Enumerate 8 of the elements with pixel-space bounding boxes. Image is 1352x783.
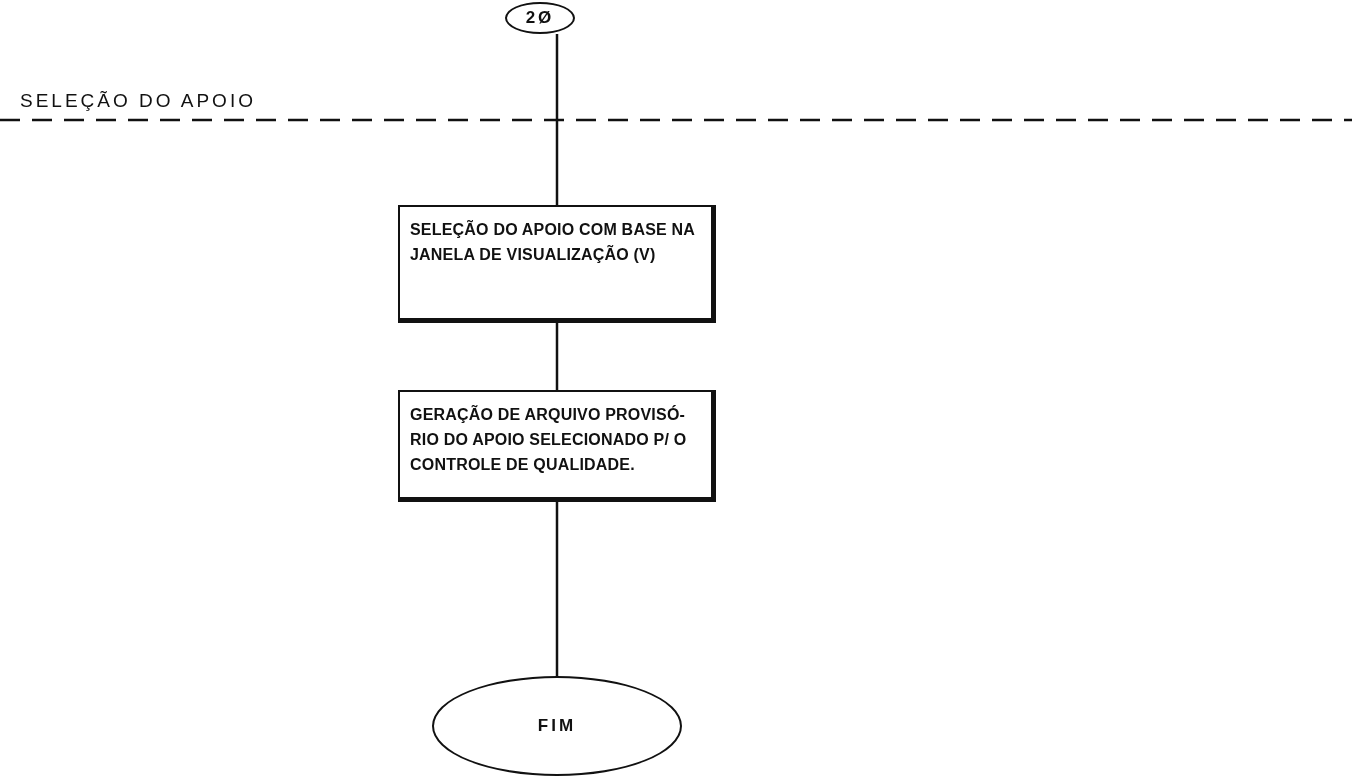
connector-line (555, 34, 559, 205)
section-heading: SELEÇÃO DO APOIO (20, 90, 256, 112)
connector-line (555, 323, 559, 390)
connector-line (555, 502, 559, 676)
process-box: GERAÇÃO DE ARQUIVO PROVISÓ- RIO DO APOIO SELECIONADO P/ O CONTROLE DE QUALIDADE. (398, 390, 716, 502)
terminator-oval: FIM (432, 676, 682, 776)
terminator-oval: 2Ø (505, 2, 575, 34)
process-box: SELEÇÃO DO APOIO COM BASE NA JANELA DE VISUALIZAÇÃO (V) (398, 205, 716, 323)
